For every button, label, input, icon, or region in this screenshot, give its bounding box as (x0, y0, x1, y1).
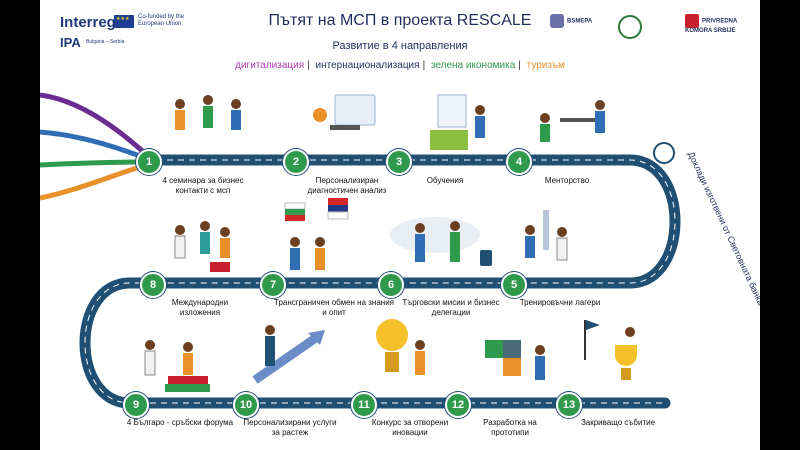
milestone-label-8: Международни изложения (171, 298, 229, 317)
direction-tourism: туризъм (526, 60, 565, 71)
milestone-label-9: 4 Българо - сръбски форума (126, 418, 234, 427)
chamber-logo: PRIVREDNA KOMORA SRBIJE (685, 14, 755, 35)
milestone-3: 3 (386, 149, 412, 175)
ipa-logo: IPA (60, 35, 81, 50)
milestone-label-1: 4 семинара за бизнес контакти с мсп (162, 176, 244, 195)
ipa-logo-subtitle: Bulgaria – Serbia (86, 39, 125, 45)
direction-internationalization: интернационализация (315, 60, 420, 71)
page-title: Пътят на МСП в проекта RESCALE (268, 12, 532, 29)
direction-green-economy: зелена икономика (430, 60, 516, 71)
milestone-label-13: Закриващо събитие (580, 418, 656, 427)
milestone-7: 7 (260, 272, 286, 298)
direction-digitalization: дигитализация (235, 60, 305, 71)
people-celebrating-icon (175, 95, 241, 130)
business-meeting-icon (174, 221, 230, 272)
bsmepa-logo: BSMEPA (550, 14, 592, 28)
forum-books-icon (144, 340, 210, 392)
growth-arrow-icon (252, 325, 325, 384)
milestone-label-4: Менторство (544, 176, 590, 185)
milestone-11: 11 (351, 392, 377, 418)
puzzle-prototype-icon (485, 340, 545, 380)
flags-icon (284, 198, 349, 270)
milestone-9: 9 (123, 392, 149, 418)
directions-legend: дигитализация| интернационализация| зеле… (235, 60, 565, 71)
milestone-label-7: Трансграничен обмен на знания и опит (274, 298, 395, 317)
trophy-icon (584, 320, 637, 380)
milestone-label-10: Персонализирани услуги за растеж (243, 418, 337, 437)
milestone-label-2: Персонализиран диагностичен анализ (307, 176, 387, 195)
milestone-6: 6 (378, 272, 404, 298)
milestone-12: 12 (445, 392, 471, 418)
illustrations (144, 94, 637, 392)
training-camp-icon (525, 210, 568, 261)
page-subtitle: Развитие в 4 направления (332, 40, 468, 52)
milestone-2: 2 (283, 149, 309, 175)
infographic-slide: Interreg Co-funded by the European Union… (40, 0, 760, 450)
analysis-laptop-icon (313, 94, 376, 130)
eu-flag-icon (114, 15, 134, 28)
milestone-8: 8 (140, 272, 166, 298)
milestone-label-12: Разработка на прототипи (483, 418, 537, 437)
mentoring-desk-icon (540, 100, 605, 142)
interreg-logo: Interreg (60, 14, 116, 31)
milestone-10: 10 (233, 392, 259, 418)
trade-mission-map-icon (390, 217, 492, 266)
globe-icon (653, 142, 675, 164)
milestone-label-3: Обучения (426, 176, 464, 185)
training-checklist-icon (430, 94, 485, 150)
milestone-1: 1 (136, 149, 162, 175)
eu-cofunded-text: Co-funded by the European Union (138, 14, 185, 27)
partner-emblem-icon (618, 15, 642, 39)
milestone-5: 5 (501, 272, 527, 298)
milestone-label-11: Конкурс за отворени иновации (371, 418, 449, 437)
milestone-13: 13 (556, 392, 582, 418)
milestone-label-5: Тренировъчни лагери (519, 298, 601, 307)
milestone-label-6: Търговски мисии и бизнес делегации (402, 298, 500, 317)
milestone-4: 4 (506, 149, 532, 175)
lightbulb-innovation-icon (376, 319, 425, 375)
